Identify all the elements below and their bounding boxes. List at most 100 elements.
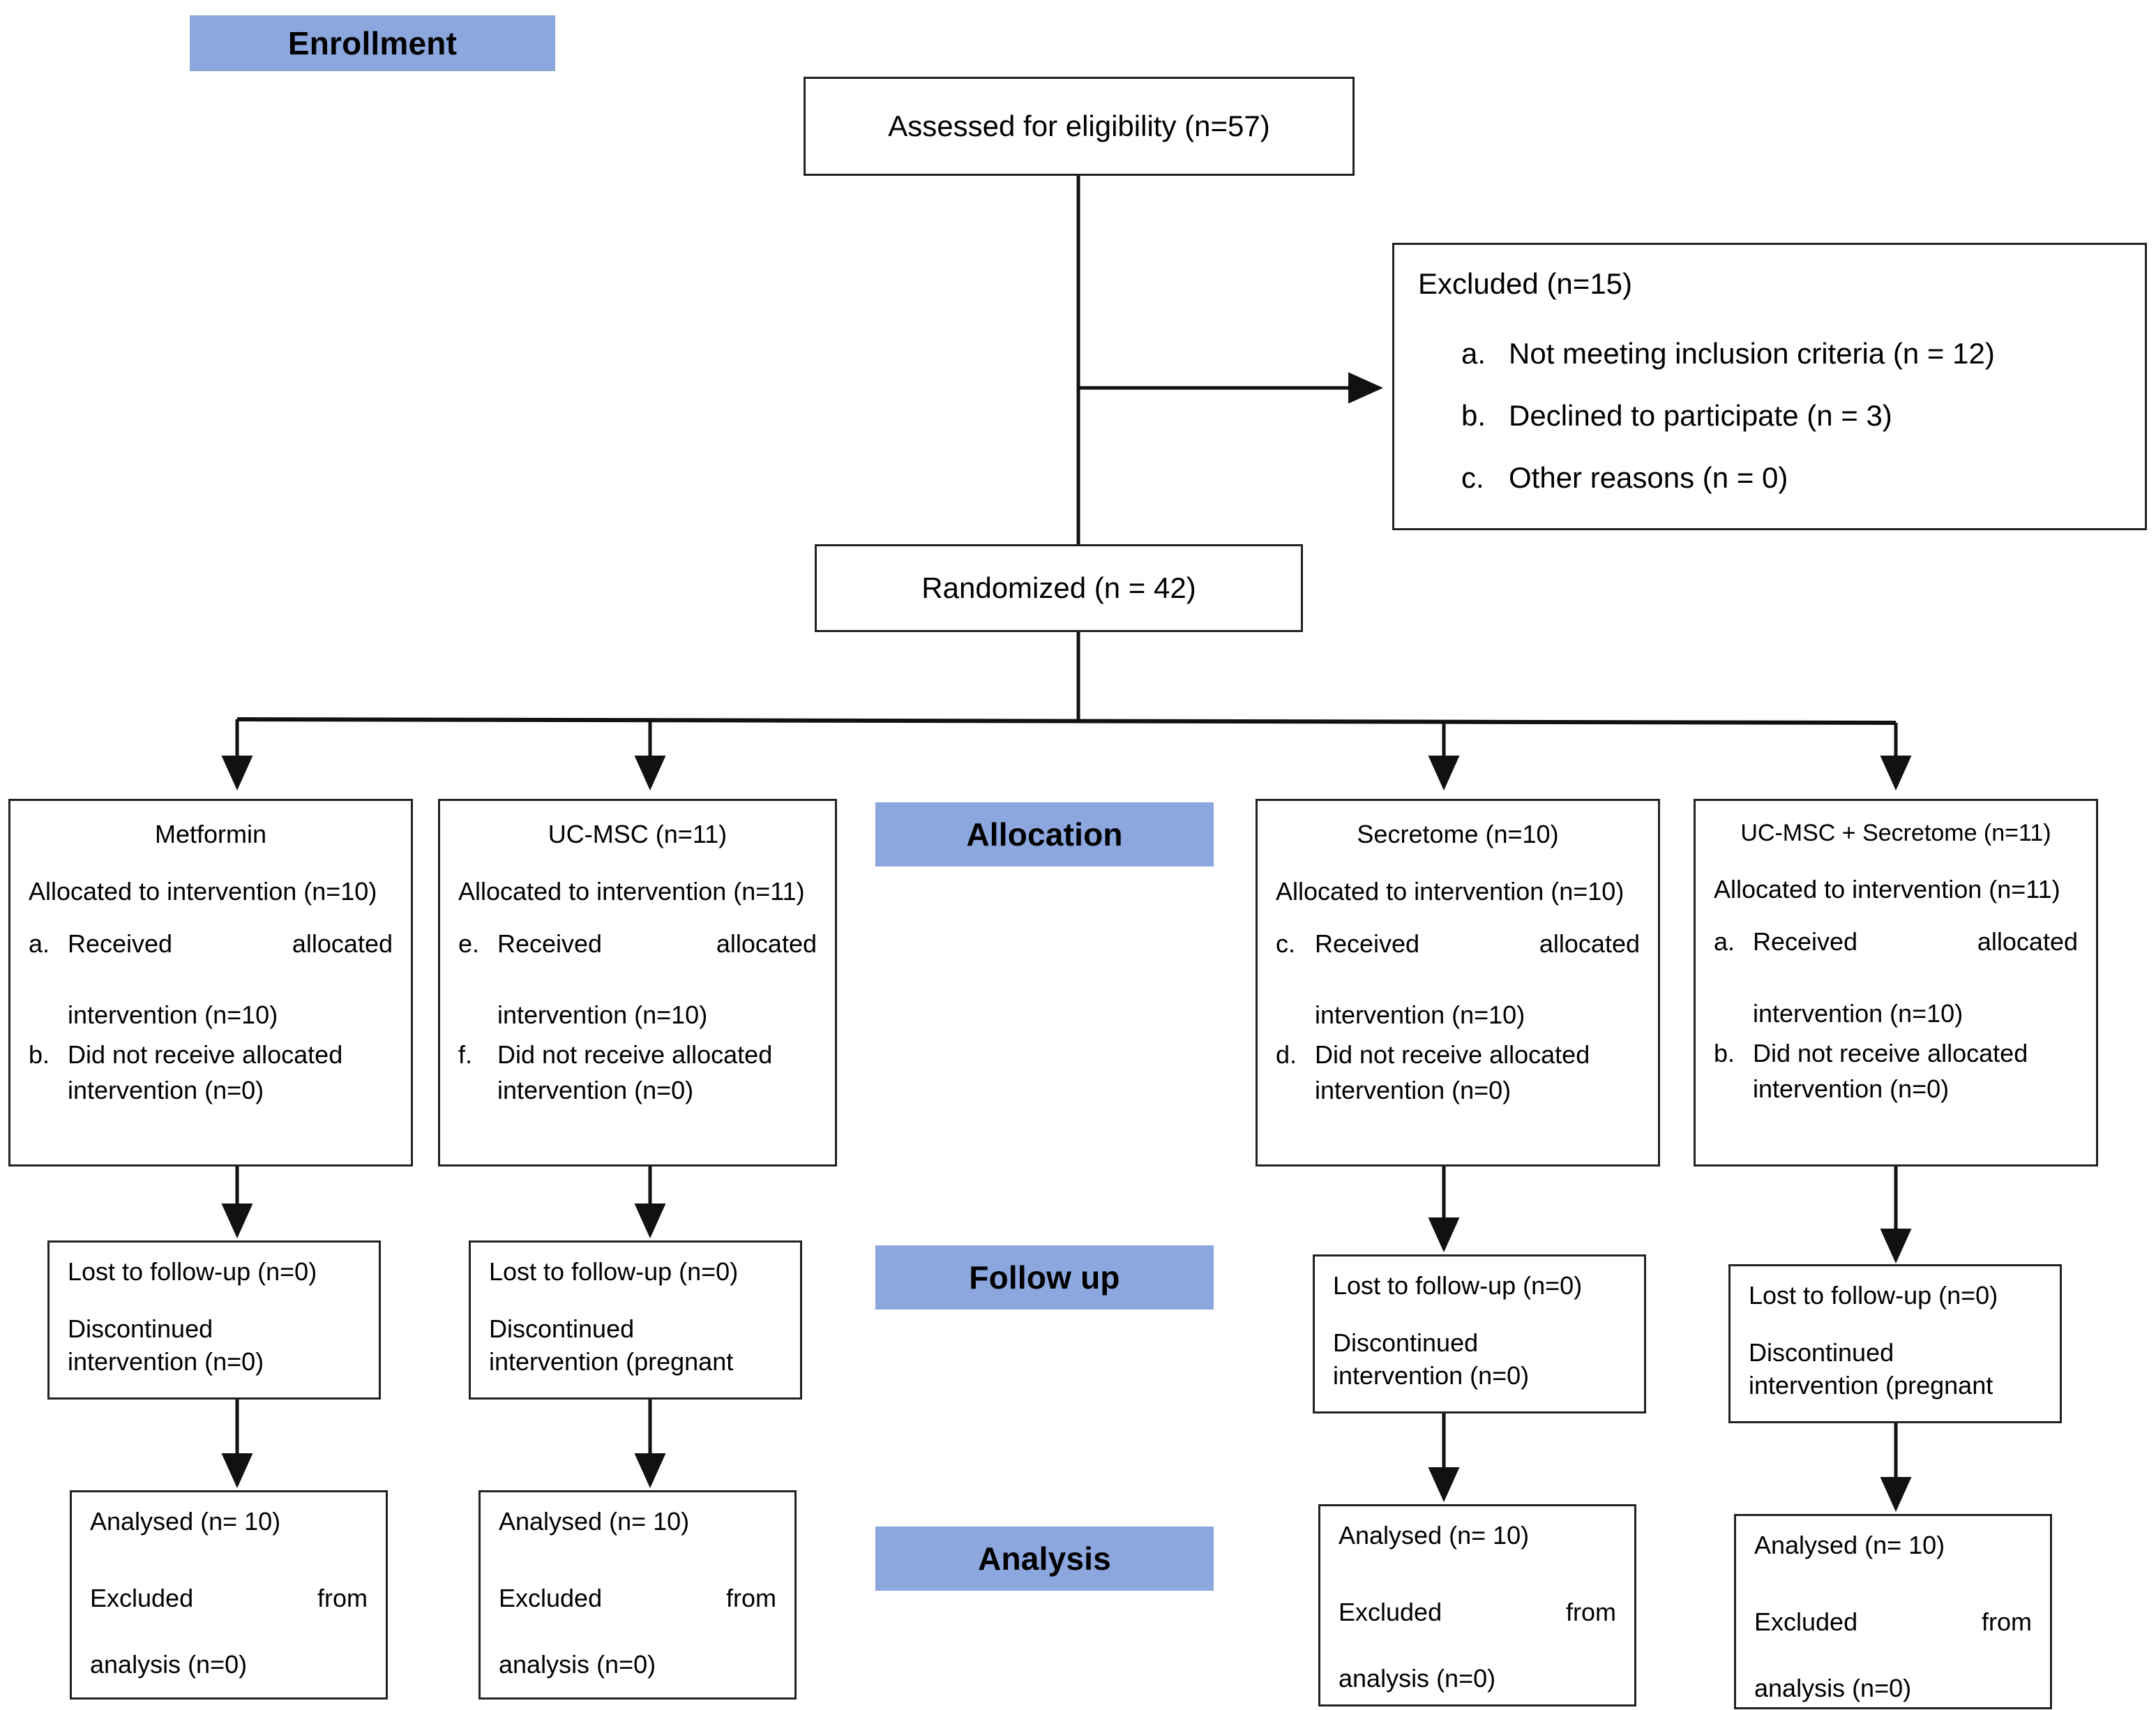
list-marker: a.: [29, 929, 50, 959]
discontinued-line-2: intervention (n=0): [1333, 1361, 1530, 1390]
discontinued-line-2: intervention (n=0): [68, 1347, 264, 1377]
arm-title: Secretome (n=10): [1357, 820, 1559, 848]
excluded-line-1-end: from: [1982, 1607, 2032, 1636]
analysed-count: Analysed (n= 10): [1754, 1531, 1945, 1559]
list-text-line2: intervention (n=0): [1315, 1076, 1512, 1105]
box-analysis-uc-msc: Analysed (n= 10) Excluded from analysis …: [478, 1490, 797, 1700]
excluded-line-2: analysis (n=0): [1339, 1663, 1496, 1693]
arm-item-list: e. Received allocated intervention (n=10…: [458, 926, 817, 1109]
list-item: f. Did not receive allocated interventio…: [458, 1037, 817, 1108]
excluded-line-1: Excluded: [90, 1583, 194, 1612]
list-item: a. Received allocated intervention (n=10…: [1714, 924, 2078, 1030]
arm-allocated: Allocated to intervention (n=10): [1276, 876, 1624, 906]
box-analysis-secretome: Analysed (n= 10) Excluded from analysis …: [1318, 1504, 1636, 1707]
stage-banner-allocation: Allocation: [875, 802, 1214, 867]
stage-label-analysis: Analysis: [978, 1540, 1111, 1577]
excluded-line-1: Excluded: [1754, 1607, 1858, 1636]
arm-title: UC-MSC + Secretome (n=11): [1740, 820, 2051, 846]
box-excluded: Excluded (n=15) a. Not meeting inclusion…: [1392, 243, 2147, 530]
excluded-line-1-end: from: [1566, 1597, 1616, 1626]
list-marker: b.: [1714, 1038, 1735, 1067]
arm-allocated: Allocated to intervention (n=11): [1714, 874, 2060, 903]
excluded-line-1-end: from: [726, 1583, 776, 1612]
list-text-line1: Received: [1753, 927, 1858, 957]
box-analysis-metformin: Analysed (n= 10) Excluded from analysis …: [70, 1490, 388, 1700]
excluded-line-2: analysis (n=0): [499, 1649, 656, 1679]
discontinued-line-1: Discontinued: [489, 1314, 635, 1343]
excluded-line-1: Excluded: [499, 1583, 603, 1612]
list-marker: a.: [1714, 927, 1735, 957]
allocation-distribution-bar: [236, 717, 1897, 725]
list-marker: f.: [458, 1040, 473, 1070]
list-text-line2: intervention (n=0): [68, 1076, 264, 1105]
excluded-line-2: analysis (n=0): [1754, 1673, 1912, 1702]
list-text-line2: intervention (n=0): [497, 1076, 694, 1105]
list-text: Other reasons (n = 0): [1509, 460, 1788, 494]
list-marker: b.: [1461, 399, 1486, 433]
box-allocation-secretome: Secretome (n=10) Allocated to interventi…: [1256, 799, 1660, 1167]
list-item: e. Received allocated intervention (n=10…: [458, 926, 817, 1033]
list-marker: c.: [1276, 929, 1296, 959]
list-marker: a.: [1461, 337, 1486, 370]
list-text-line2: intervention (n=0): [1753, 1074, 1950, 1103]
list-item: d. Did not receive allocated interventio…: [1276, 1037, 1640, 1108]
box-assessed-for-eligibility: Assessed for eligibility (n=57): [804, 77, 1355, 176]
list-item: b. Did not receive allocated interventio…: [29, 1037, 393, 1108]
list-text-line2: intervention (n=10): [1315, 1000, 1525, 1030]
lost-to-followup: Lost to follow-up (n=0): [68, 1257, 317, 1286]
excluded-line-1: Excluded: [1339, 1597, 1442, 1626]
randomized-text: Randomized (n = 42): [921, 571, 1196, 605]
list-text-line1-end: allocated: [716, 929, 817, 959]
analysed-count: Analysed (n= 10): [90, 1507, 281, 1536]
box-allocation-uc-msc-secretome: UC-MSC + Secretome (n=11) Allocated to i…: [1694, 799, 2098, 1167]
arm-allocated: Allocated to intervention (n=11): [458, 876, 805, 906]
list-text-line1: Did not receive allocated: [68, 1040, 343, 1070]
lost-to-followup: Lost to follow-up (n=0): [1333, 1271, 1583, 1300]
discontinued-line-1: Discontinued: [1333, 1328, 1479, 1357]
list-item: c. Received allocated intervention (n=10…: [1276, 926, 1640, 1033]
box-allocation-uc-msc: UC-MSC (n=11) Allocated to intervention …: [438, 799, 837, 1167]
list-marker: b.: [29, 1040, 50, 1070]
excluded-line-1-end: from: [317, 1583, 368, 1612]
list-item: a. Received allocated intervention (n=10…: [29, 926, 393, 1033]
list-text-line2: intervention (n=10): [1753, 998, 1963, 1028]
list-item: b. Declined to participate (n = 3): [1461, 397, 2121, 435]
box-allocation-metformin: Metformin Allocated to intervention (n=1…: [8, 799, 413, 1167]
stage-banner-follow-up: Follow up: [875, 1245, 1214, 1310]
list-text-line1: Did not receive allocated: [1753, 1038, 2028, 1067]
list-item: a. Not meeting inclusion criteria (n = 1…: [1461, 335, 2121, 373]
arm-title: UC-MSC (n=11): [548, 820, 728, 848]
arm-item-list: a. Received allocated intervention (n=10…: [29, 926, 393, 1109]
stage-banner-enrollment: Enrollment: [190, 15, 555, 71]
excluded-heading: Excluded (n=15): [1418, 267, 1633, 300]
list-marker: c.: [1461, 460, 1484, 494]
list-text: Not meeting inclusion criteria (n = 12): [1509, 337, 1995, 370]
stage-label-follow-up: Follow up: [969, 1259, 1120, 1296]
list-text: Declined to participate (n = 3): [1509, 399, 1892, 433]
list-text-line1: Received: [68, 929, 173, 959]
arm-allocated: Allocated to intervention (n=10): [29, 876, 377, 906]
list-text-line1: Did not receive allocated: [497, 1040, 773, 1070]
list-marker: e.: [458, 929, 480, 959]
discontinued-line-2: intervention (pregnant: [489, 1347, 734, 1377]
list-text-line1-end: allocated: [292, 929, 393, 959]
lost-to-followup: Lost to follow-up (n=0): [1749, 1281, 1998, 1310]
arm-item-list: a. Received allocated intervention (n=10…: [1714, 924, 2078, 1107]
excluded-line-2: analysis (n=0): [90, 1649, 248, 1679]
discontinued-line-1: Discontinued: [1749, 1337, 1894, 1367]
list-text-line1: Received: [497, 929, 603, 959]
list-marker: d.: [1276, 1040, 1297, 1070]
excluded-reason-list: a. Not meeting inclusion criteria (n = 1…: [1418, 335, 2121, 497]
list-item: b. Did not receive allocated interventio…: [1714, 1035, 2078, 1107]
box-analysis-uc-msc-secretome: Analysed (n= 10) Excluded from analysis …: [1734, 1514, 2052, 1709]
list-text-line2: intervention (n=10): [68, 1000, 278, 1030]
stage-banner-analysis: Analysis: [875, 1527, 1214, 1591]
list-text-line1: Received: [1315, 929, 1420, 959]
box-followup-uc-msc-secretome: Lost to follow-up (n=0) Discontinued int…: [1728, 1264, 2062, 1423]
arm-title: Metformin: [154, 820, 267, 848]
assessed-text: Assessed for eligibility (n=57): [888, 110, 1270, 143]
list-text-line1: Did not receive allocated: [1315, 1040, 1590, 1070]
analysed-count: Analysed (n= 10): [499, 1507, 690, 1536]
box-followup-secretome: Lost to follow-up (n=0) Discontinued int…: [1313, 1254, 1646, 1413]
